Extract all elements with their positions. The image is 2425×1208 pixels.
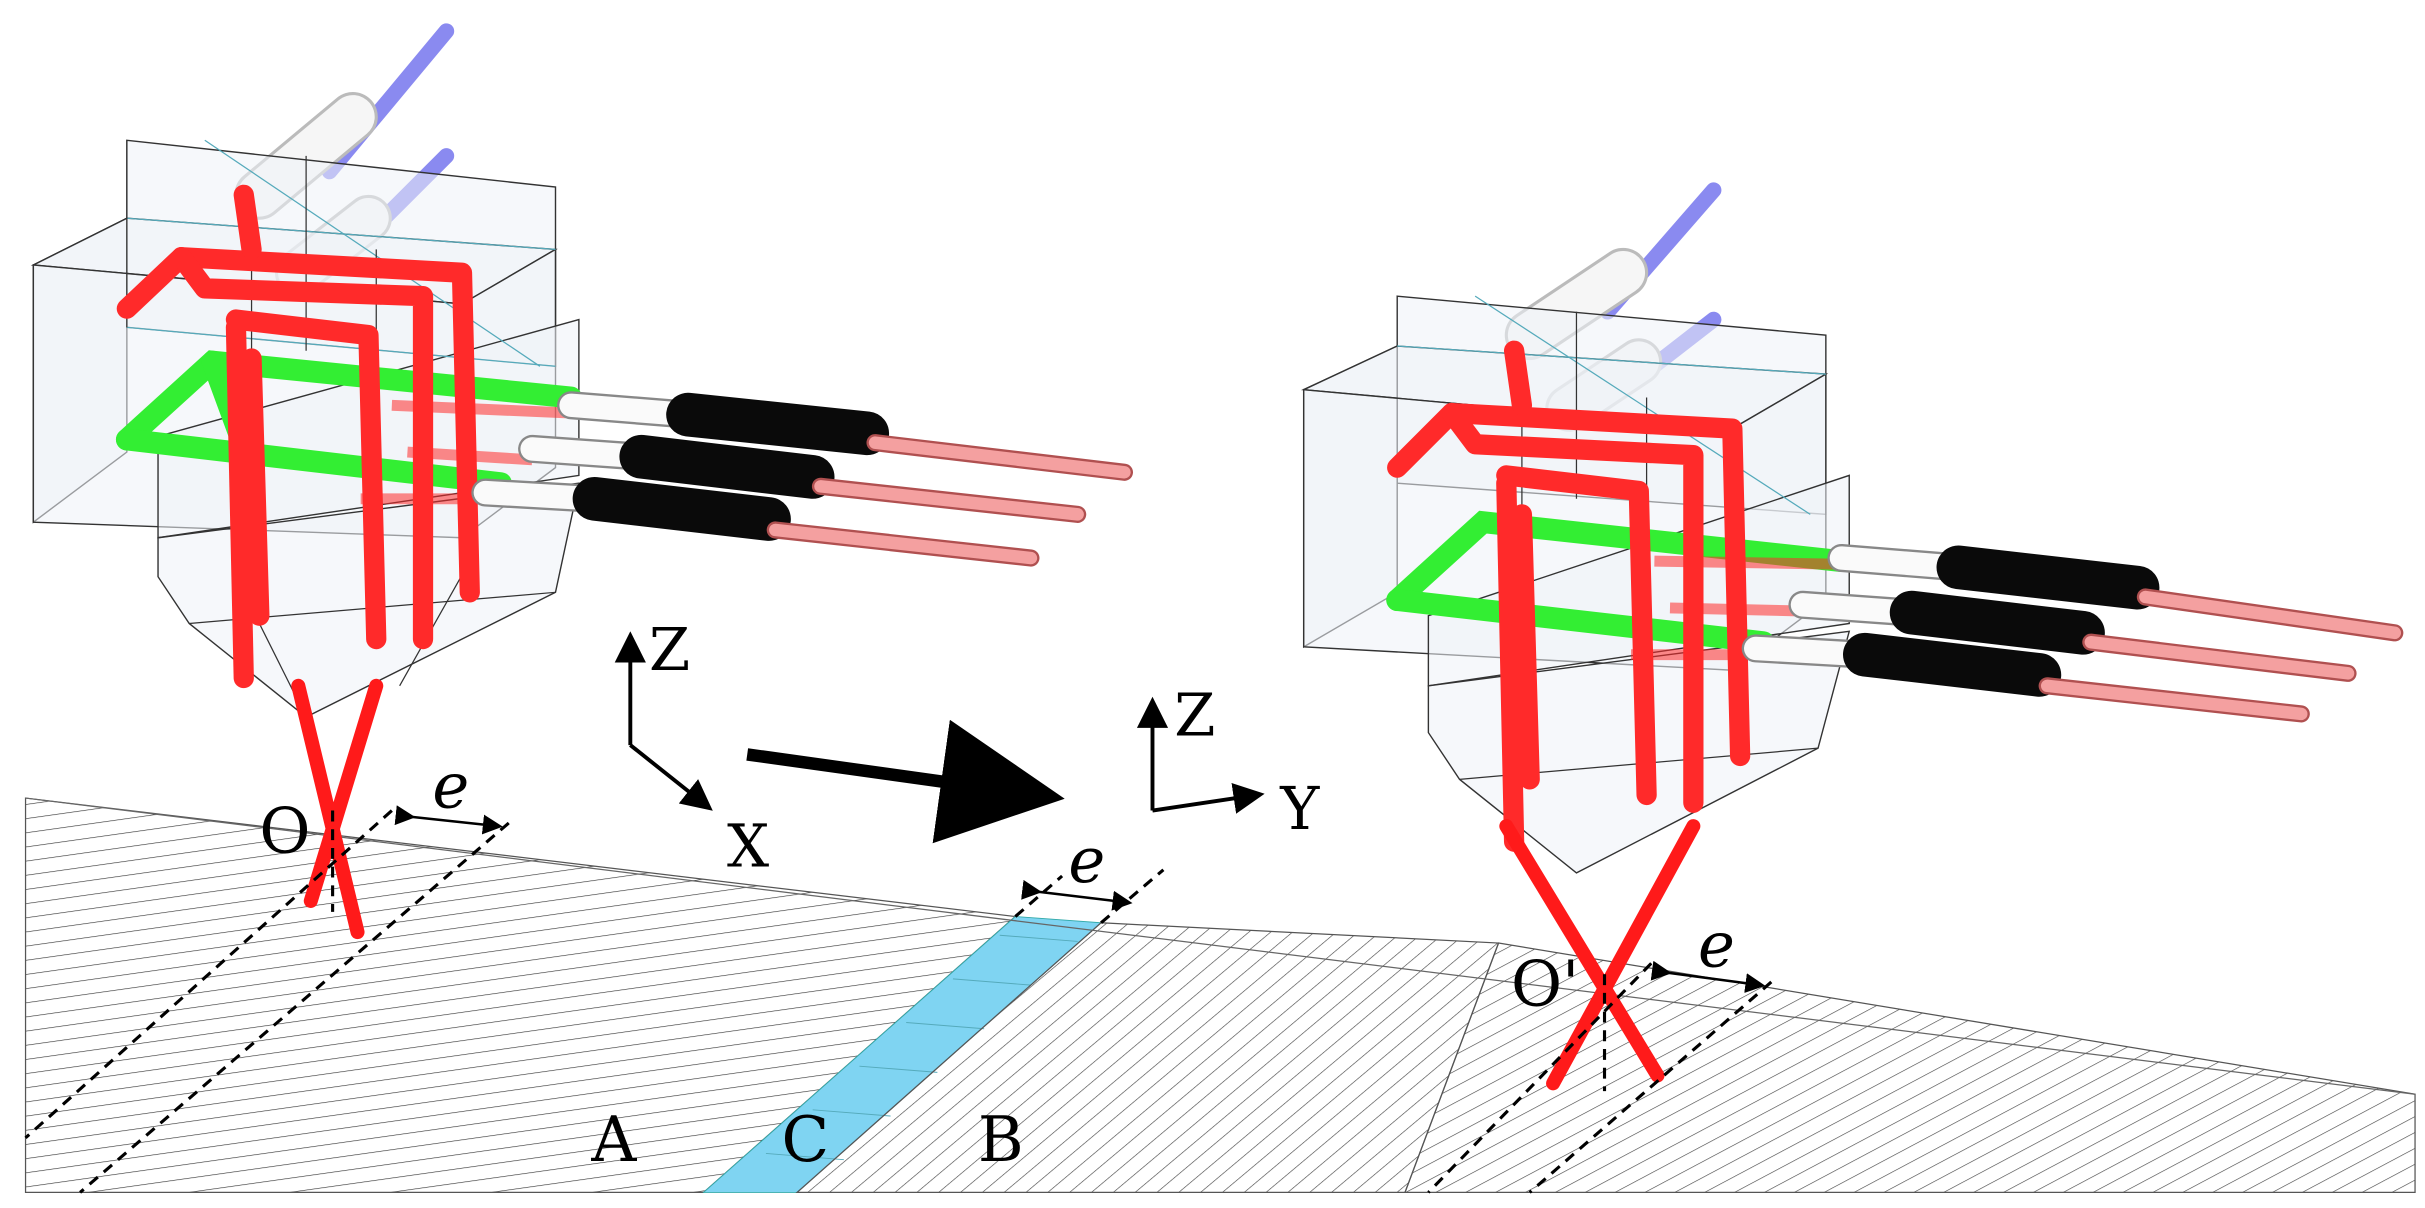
fiber-outputs-right	[1741, 543, 2404, 723]
region-b: B	[978, 1103, 1024, 1176]
axis-triad-left	[614, 631, 713, 811]
motion-arrow	[746, 719, 1065, 844]
axis-z-right: Z	[1174, 681, 1215, 750]
origin-left: O	[259, 795, 310, 868]
pink-rod-2	[814, 480, 1084, 521]
welding-head-left	[30, 23, 1134, 940]
black-sleeve-3	[572, 476, 791, 541]
offset-label-seam: e	[1068, 824, 1105, 897]
offset-label-left: e	[432, 749, 469, 822]
workpiece	[24, 797, 2416, 1194]
axis-x: X	[727, 812, 769, 881]
fiber-outputs	[471, 391, 1134, 567]
pink-rod-3	[769, 523, 1038, 565]
region-c: C	[782, 1103, 830, 1176]
axis-z-left: Z	[649, 615, 690, 684]
region-a: A	[590, 1103, 637, 1176]
axis-y: Y	[1279, 774, 1320, 843]
red-tubes-right	[1387, 340, 1751, 852]
guide-lines-right	[1427, 962, 1773, 1194]
seam-c-hatch	[765, 934, 1078, 1161]
laser-beams-left	[291, 678, 384, 940]
origin-right: O'	[1511, 947, 1579, 1020]
offset-label-right: e	[1698, 908, 1735, 981]
black-sleeve-2	[619, 434, 835, 499]
guide-lines-left	[24, 809, 510, 1194]
offset-arrow-seam	[1021, 879, 1133, 911]
offset-arrow-left	[394, 805, 503, 835]
plate-right	[1404, 942, 2416, 1194]
welding-head-right	[1301, 182, 2404, 1091]
axis-triad-right	[1136, 696, 1265, 814]
black-sleeve-1	[666, 392, 890, 456]
laser-beams-right	[1499, 819, 1701, 1091]
offset-arrow-right	[1650, 960, 1766, 994]
pink-rod-1	[868, 436, 1131, 479]
red-tubes	[116, 184, 480, 689]
